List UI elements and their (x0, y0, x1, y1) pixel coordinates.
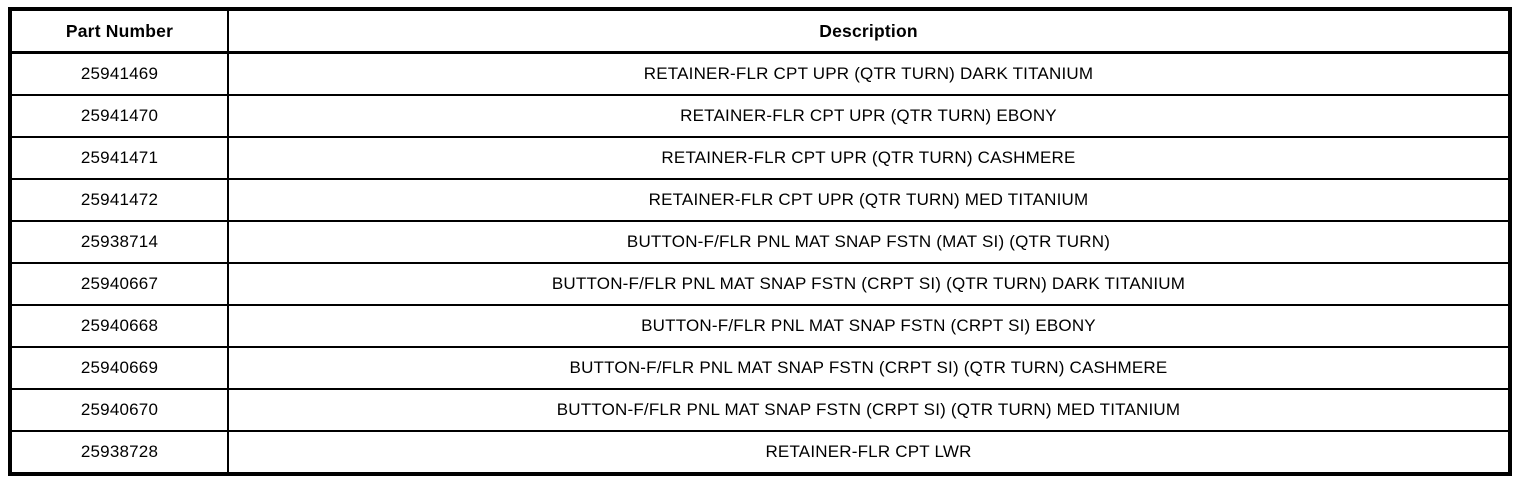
part-number-cell: 25941471 (9, 136, 229, 180)
table-row: 25941472 RETAINER-FLR CPT UPR (QTR TURN)… (9, 178, 1511, 222)
description-cell: BUTTON-F/FLR PNL MAT SNAP FSTN (CRPT SI)… (227, 346, 1511, 390)
table-row: 25938714 BUTTON-F/FLR PNL MAT SNAP FSTN … (9, 220, 1511, 264)
table-row: 25941469 RETAINER-FLR CPT UPR (QTR TURN)… (9, 51, 1511, 96)
header-row: Part Number Description (9, 8, 1511, 54)
description-cell: BUTTON-F/FLR PNL MAT SNAP FSTN (CRPT SI)… (227, 388, 1511, 432)
description-cell: BUTTON-F/FLR PNL MAT SNAP FSTN (MAT SI) … (227, 220, 1511, 264)
column-header-description: Description (227, 8, 1511, 54)
description-cell: RETAINER-FLR CPT LWR (227, 430, 1511, 475)
table-row: 25941471 RETAINER-FLR CPT UPR (QTR TURN)… (9, 136, 1511, 180)
description-cell: RETAINER-FLR CPT UPR (QTR TURN) MED TITA… (227, 178, 1511, 222)
column-header-part-number: Part Number (9, 8, 229, 54)
parts-table: Part Number Description 25941469 RETAINE… (8, 7, 1512, 476)
description-cell: RETAINER-FLR CPT UPR (QTR TURN) CASHMERE (227, 136, 1511, 180)
part-number-cell: 25938714 (9, 220, 229, 264)
table-row: 25940669 BUTTON-F/FLR PNL MAT SNAP FSTN … (9, 346, 1511, 390)
part-number-cell: 25940668 (9, 304, 229, 348)
description-cell: RETAINER-FLR CPT UPR (QTR TURN) DARK TIT… (227, 51, 1511, 96)
description-cell: BUTTON-F/FLR PNL MAT SNAP FSTN (CRPT SI)… (227, 262, 1511, 306)
part-number-cell: 25940667 (9, 262, 229, 306)
table-row: 25940670 BUTTON-F/FLR PNL MAT SNAP FSTN … (9, 388, 1511, 432)
description-cell: BUTTON-F/FLR PNL MAT SNAP FSTN (CRPT SI)… (227, 304, 1511, 348)
table-header: Part Number Description (9, 8, 1511, 54)
description-cell: RETAINER-FLR CPT UPR (QTR TURN) EBONY (227, 94, 1511, 138)
part-number-cell: 25941470 (9, 94, 229, 138)
table-row: 25938728 RETAINER-FLR CPT LWR (9, 430, 1511, 475)
part-number-cell: 25940670 (9, 388, 229, 432)
table-body: 25941469 RETAINER-FLR CPT UPR (QTR TURN)… (9, 51, 1511, 475)
table-row: 25940668 BUTTON-F/FLR PNL MAT SNAP FSTN … (9, 304, 1511, 348)
part-number-cell: 25940669 (9, 346, 229, 390)
part-number-cell: 25941469 (9, 51, 229, 96)
part-number-cell: 25941472 (9, 178, 229, 222)
table-row: 25941470 RETAINER-FLR CPT UPR (QTR TURN)… (9, 94, 1511, 138)
table-row: 25940667 BUTTON-F/FLR PNL MAT SNAP FSTN … (9, 262, 1511, 306)
part-number-cell: 25938728 (9, 430, 229, 475)
